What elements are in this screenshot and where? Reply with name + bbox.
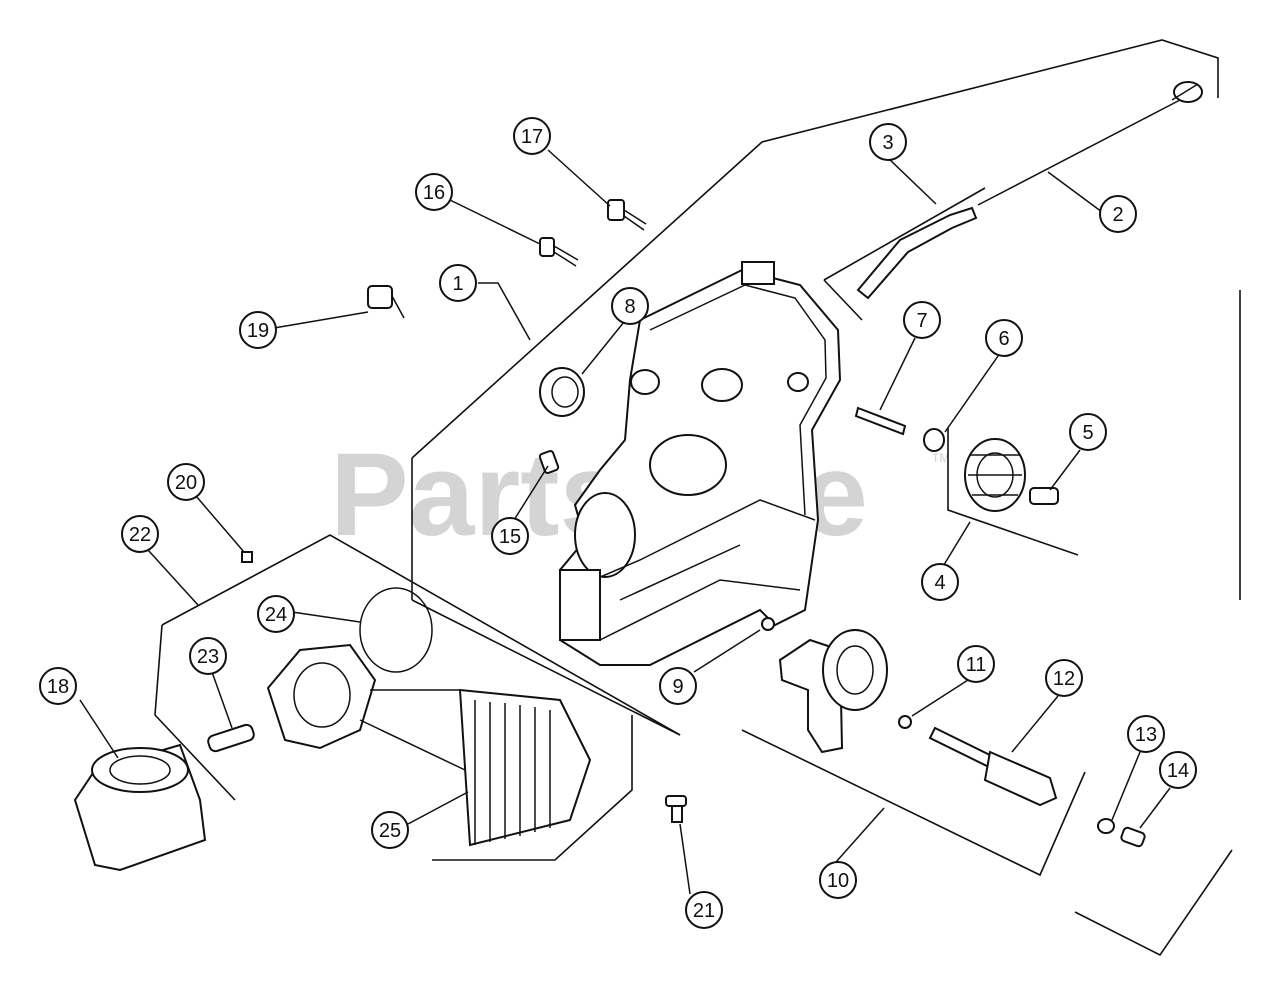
callout-23-label: 23 (197, 646, 219, 668)
callout-23[interactable]: 23 (189, 637, 227, 675)
callout-13[interactable]: 13 (1127, 715, 1165, 753)
small-washer (898, 715, 912, 729)
callout-19[interactable]: 19 (239, 311, 277, 349)
callout-11[interactable]: 11 (957, 645, 995, 683)
callout-7[interactable]: 7 (903, 301, 941, 339)
washer (923, 428, 945, 452)
callout-12[interactable]: 12 (1045, 659, 1083, 697)
callout-24[interactable]: 24 (257, 595, 295, 633)
pin-5 (1029, 487, 1059, 505)
callout-20[interactable]: 20 (167, 463, 205, 501)
callout-5[interactable]: 5 (1069, 413, 1107, 451)
valve (367, 285, 405, 319)
governor-assembly (778, 629, 888, 754)
screw-16 (539, 237, 579, 267)
callout-18-label: 18 (47, 676, 69, 698)
callout-14-label: 14 (1167, 760, 1189, 782)
callout-7-label: 7 (916, 310, 927, 332)
oil-cooler-assembly (266, 643, 592, 847)
gear-case-cover (559, 261, 842, 666)
plug (1120, 826, 1146, 848)
leader-lines (79, 149, 1171, 895)
fitting-bolt (207, 723, 255, 753)
callout-5-label: 5 (1082, 422, 1093, 444)
callout-25[interactable]: 25 (371, 811, 409, 849)
callouts: 1 2 3 4 5 6 7 8 9 10 11 12 13 14 15 16 1… (39, 117, 1197, 929)
washer-13 (1097, 818, 1115, 834)
callout-8[interactable]: 8 (611, 287, 649, 325)
callout-3[interactable]: 3 (869, 123, 907, 161)
callout-17-label: 17 (521, 126, 543, 148)
callout-25-label: 25 (379, 820, 401, 842)
dipstick-tube (856, 206, 978, 300)
callout-4-label: 4 (934, 572, 945, 594)
callout-24-label: 24 (265, 604, 287, 626)
watermark-trademark: TM (932, 451, 949, 465)
callout-15[interactable]: 15 (491, 517, 529, 555)
callout-22[interactable]: 22 (121, 515, 159, 553)
pin-20 (241, 551, 253, 563)
callout-3-label: 3 (882, 132, 893, 154)
ball (761, 617, 775, 631)
bolt-21 (665, 795, 687, 823)
callout-1[interactable]: 1 (439, 264, 477, 302)
callout-18[interactable]: 18 (39, 667, 77, 705)
callout-14[interactable]: 14 (1159, 751, 1197, 789)
callout-22-label: 22 (129, 524, 151, 546)
shaft (854, 406, 907, 436)
gear (964, 438, 1026, 512)
parts (73, 81, 1203, 872)
oil-seal (539, 367, 585, 417)
callout-15-label: 15 (499, 526, 521, 548)
callout-4[interactable]: 4 (921, 563, 959, 601)
o-ring (359, 587, 433, 673)
callout-6-label: 6 (998, 328, 1009, 350)
oil-filter (73, 743, 207, 872)
callout-17[interactable]: 17 (513, 117, 551, 155)
callout-9-label: 9 (672, 676, 683, 698)
callout-11-label: 11 (966, 654, 987, 676)
callout-16-label: 16 (423, 182, 445, 204)
callout-21-label: 21 (693, 900, 715, 922)
callout-2[interactable]: 2 (1099, 195, 1137, 233)
callout-8-label: 8 (624, 296, 635, 318)
governor-shaft (928, 726, 1058, 807)
callout-21[interactable]: 21 (685, 891, 723, 929)
callout-2-label: 2 (1112, 204, 1123, 226)
callout-20-label: 20 (175, 472, 197, 494)
callout-12-label: 12 (1053, 668, 1075, 690)
screw-17 (607, 199, 647, 231)
callout-1-label: 1 (452, 273, 463, 295)
callout-19-label: 19 (247, 320, 269, 342)
callout-10[interactable]: 10 (819, 861, 857, 899)
group-borders (154, 39, 1241, 957)
fitting (538, 450, 560, 474)
callout-13-label: 13 (1135, 724, 1157, 746)
dipstick (977, 81, 1203, 206)
callout-10-label: 10 (827, 870, 849, 892)
callout-6[interactable]: 6 (985, 319, 1023, 357)
callout-16[interactable]: 16 (415, 173, 453, 211)
callout-9[interactable]: 9 (659, 667, 697, 705)
